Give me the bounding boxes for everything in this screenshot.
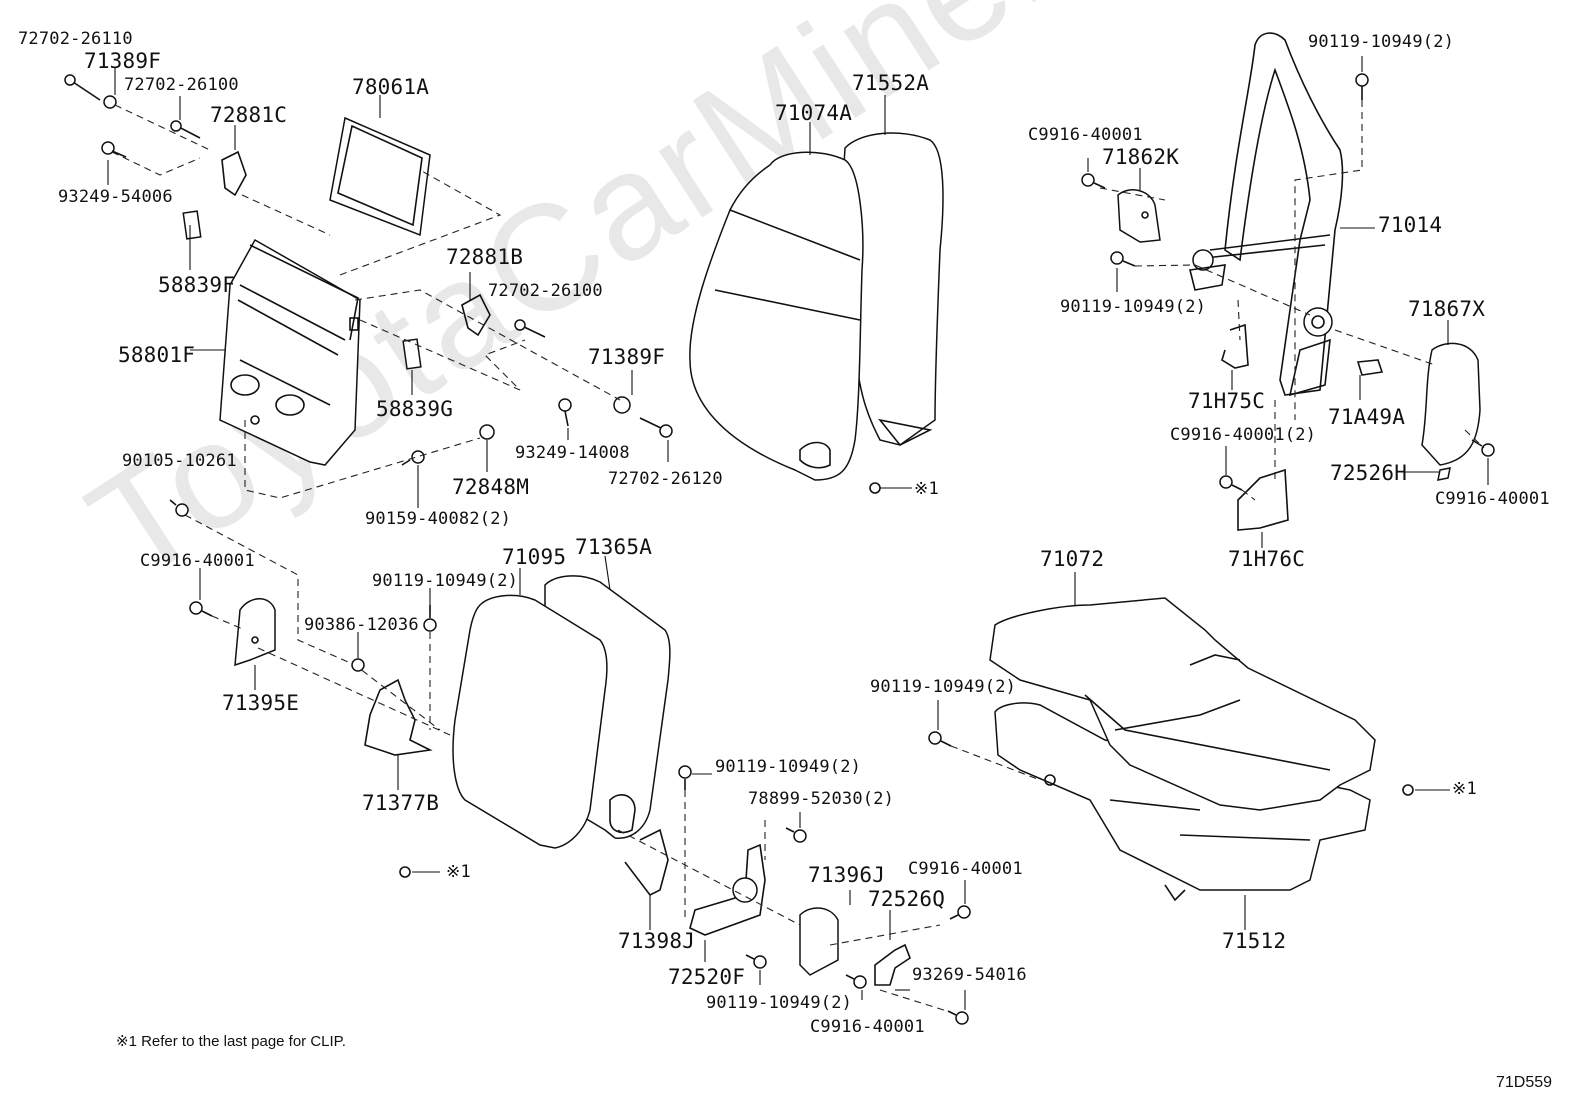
label-72526Q: 72526Q	[868, 887, 946, 911]
seatback-71095	[452, 594, 608, 849]
label-90119-10949-b: 90119-10949(2)	[1060, 297, 1207, 317]
label-93269-54016: 93269-54016	[912, 965, 1027, 985]
label-C9916-40001-2: C9916-40001(2)	[1170, 425, 1317, 445]
label-71552A: 71552A	[852, 71, 930, 95]
label-C9916-40001-a: C9916-40001	[1028, 125, 1143, 145]
label-71H76C: 71H76C	[1228, 547, 1306, 571]
bracket-71H75C	[1221, 323, 1249, 369]
label-72520F: 72520F	[668, 965, 746, 989]
label-72702-26100: 72702-26100	[124, 75, 239, 95]
bracket-71H76C	[1237, 468, 1289, 531]
label-71A49A: 71A49A	[1328, 405, 1406, 429]
seatback-cover-71074A	[689, 151, 864, 481]
label-clip-note-1: ※1	[914, 479, 939, 499]
label-90119-10949-d: 90119-10949(2)	[715, 757, 862, 777]
label-78899-52030: 78899-52030(2)	[748, 789, 895, 809]
cover-71395E	[234, 598, 276, 667]
label-93249-14008: 93249-14008	[515, 443, 630, 463]
label-71014: 71014	[1378, 213, 1443, 237]
label-71095: 71095	[502, 545, 567, 569]
label-72702-26100-b: 72702-26100	[488, 281, 603, 301]
label-58839F: 58839F	[158, 273, 236, 297]
clip-72881C	[221, 150, 247, 197]
label-90105-10261: 90105-10261	[122, 451, 237, 471]
label-72702-26120: 72702-26120	[608, 469, 723, 489]
label-71512: 71512	[1222, 929, 1287, 953]
bracket-71A49A	[1356, 359, 1384, 376]
label-71398J: 71398J	[618, 929, 696, 953]
label-71H75C: 71H75C	[1188, 389, 1266, 413]
cover-71867X	[1421, 342, 1481, 466]
lever-72526Q	[874, 943, 911, 986]
seatback-frame-71014	[1189, 32, 1344, 397]
back-panel-58801F	[219, 238, 361, 466]
label-90119-10949-f: 90119-10949(2)	[870, 677, 1017, 697]
label-71396J: 71396J	[808, 863, 886, 887]
label-90386-12036: 90386-12036	[304, 615, 419, 635]
label-71389F: 71389F	[84, 49, 162, 73]
bolt-72702-26110	[64, 74, 101, 101]
cushion-cover-71072	[989, 597, 1376, 811]
label-71072: 71072	[1040, 547, 1105, 571]
label-58839G: 58839G	[376, 397, 454, 421]
label-C9916-40001-d: C9916-40001	[908, 859, 1023, 879]
label-71074A: 71074A	[775, 101, 853, 125]
label-90159-40082: 90159-40082(2)	[365, 509, 512, 529]
label-71377B: 71377B	[362, 791, 440, 815]
label-78061A: 78061A	[352, 75, 430, 99]
label-C9916-40001-b: C9916-40001	[1435, 489, 1550, 509]
label-clip-note-3: ※1	[1452, 779, 1477, 799]
bracket-72520F	[689, 843, 766, 936]
headrest-78061A	[329, 116, 431, 237]
label-90119-10949-c: 90119-10949(2)	[372, 571, 519, 591]
footnote: ※1 Refer to the last page for CLIP.	[116, 1033, 346, 1050]
label-72526H: 72526H	[1330, 461, 1408, 485]
label-71389F-b: 71389F	[588, 345, 666, 369]
label-71862K: 71862K	[1102, 145, 1180, 169]
clip-72881B	[461, 293, 491, 337]
bracket-71398J	[624, 828, 669, 897]
label-71867X: 71867X	[1408, 297, 1486, 321]
label-93249-54006: 93249-54006	[58, 187, 173, 207]
label-90119-10949-a: 90119-10949(2)	[1308, 32, 1455, 52]
label-72881B: 72881B	[446, 245, 524, 269]
bracket-71377B	[364, 678, 433, 756]
label-90119-10949-e: 90119-10949(2)	[706, 993, 853, 1013]
label-72881C: 72881C	[210, 103, 288, 127]
label-72702-26110: 72702-26110	[18, 29, 133, 49]
label-C9916-40001-e: C9916-40001	[810, 1017, 925, 1037]
diagram-code: 71D559	[1496, 1074, 1553, 1091]
label-71395E: 71395E	[222, 691, 300, 715]
label-72848M: 72848M	[452, 475, 530, 499]
cover-71862K	[1117, 189, 1161, 243]
label-C9916-40001-c: C9916-40001	[140, 551, 255, 571]
label-clip-note-2: ※1	[446, 862, 471, 882]
label-58801F: 58801F	[118, 343, 196, 367]
cover-71396J	[799, 907, 839, 976]
label-71365A: 71365A	[575, 535, 653, 559]
